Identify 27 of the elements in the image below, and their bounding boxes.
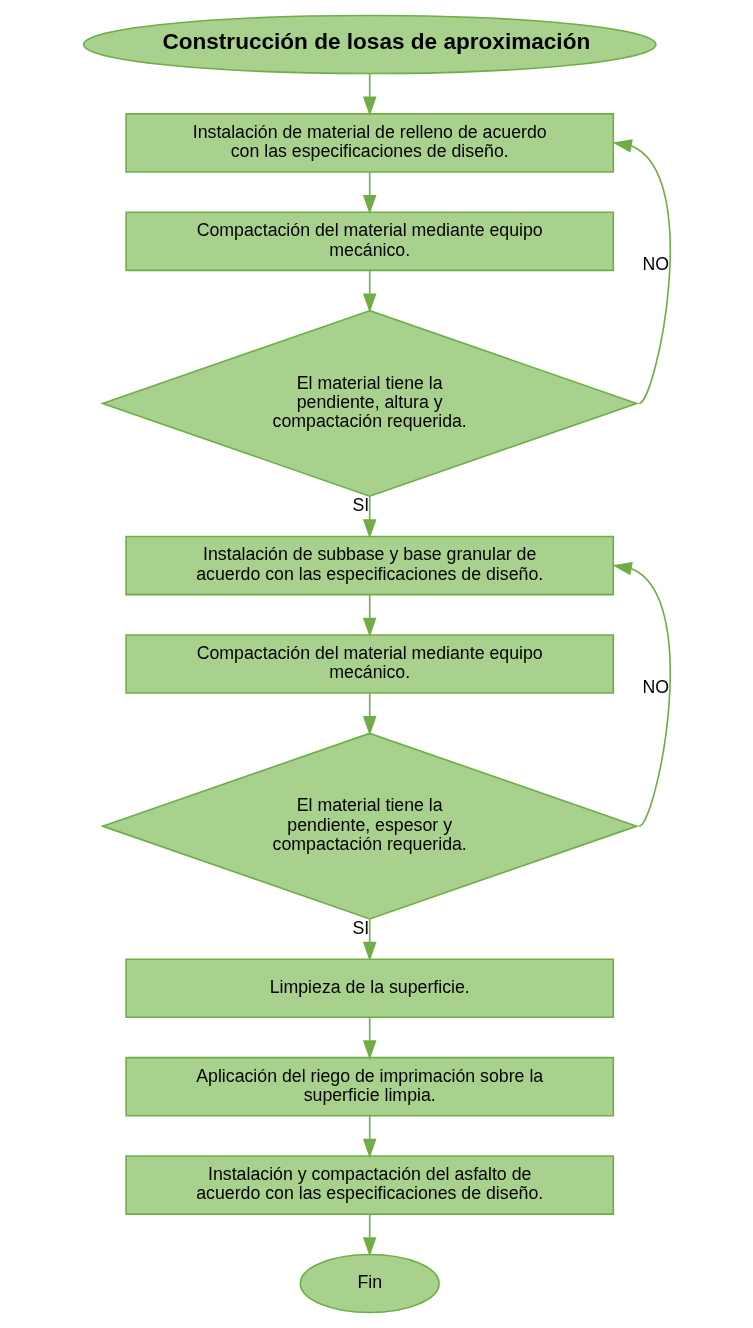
arrow	[362, 692, 376, 736]
node-box: Compactación del material mediante equipo mecánico.	[124, 211, 614, 272]
arrow	[362, 1016, 376, 1060]
node-ellipse: Construcción de losas de aproximación	[82, 14, 657, 75]
arrow	[362, 593, 376, 638]
node-diamond: El material tiene la pendiente, altura y compactación requerida.	[99, 309, 639, 498]
arrow	[362, 1115, 376, 1159]
edge-label: NO	[641, 254, 669, 275]
edge-label: SI	[351, 917, 369, 938]
node-box: Instalación de subbase y base granular de acuerdo con las especificaciones de diseño.	[124, 535, 614, 596]
arrow	[362, 495, 376, 539]
arrow	[362, 269, 376, 313]
edge-label: NO	[641, 676, 669, 697]
arrow	[362, 918, 376, 962]
node-ellipse: Fin	[299, 1253, 440, 1314]
node-box: Limpieza de la superficie.	[124, 958, 614, 1019]
node-box: Instalación de material de relleno de acuerdo con las especificaciones de diseño.	[124, 113, 614, 173]
arrow	[362, 72, 376, 116]
node-box: Compactación del material mediante equipo mecánico.	[124, 634, 614, 694]
arrow	[362, 171, 376, 215]
node-box: Instalación y compactación del asfalto de acuerdo con las especificaciones de diseño.	[124, 1155, 614, 1215]
edge-label: SI	[351, 495, 369, 516]
arrow	[612, 561, 671, 827]
arrow	[362, 1213, 376, 1257]
node-diamond: El material tiene la pendiente, espesor y compactación requerida.	[99, 732, 639, 920]
arrow	[612, 139, 671, 405]
node-box: Aplicación del riego de imprimación sobre la superficie limpia.	[124, 1056, 614, 1117]
